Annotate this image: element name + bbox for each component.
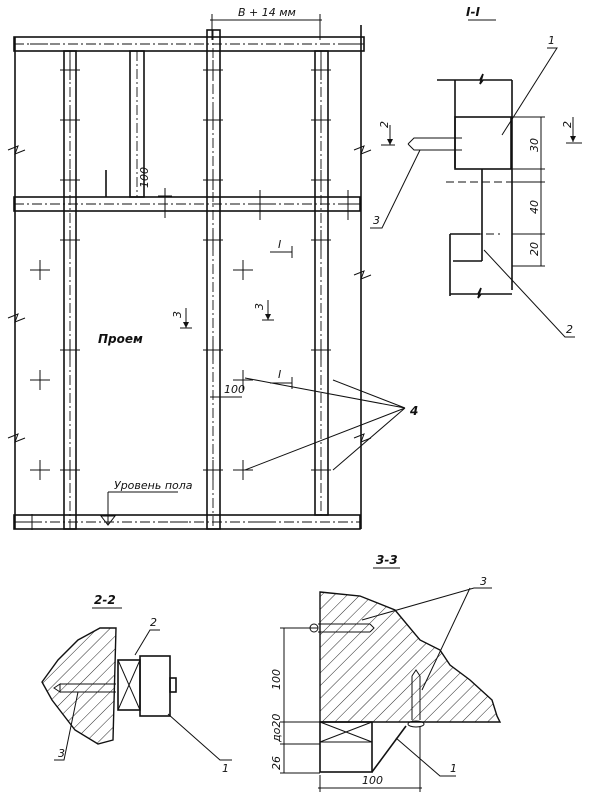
- nail-icon: [318, 623, 375, 633]
- section-mark-3b-label: 3: [253, 303, 266, 310]
- callout-2: 2: [150, 616, 157, 629]
- dim-100-vertical: 100: [270, 669, 283, 690]
- section-1-1-title: I-I: [466, 5, 480, 19]
- callout-4: 4: [409, 404, 418, 418]
- section-mark-3a-label: 3: [171, 311, 184, 318]
- nail-icon: [53, 683, 116, 693]
- section-2-2-title: 2-2: [94, 593, 116, 607]
- break-line-icon: [353, 145, 372, 443]
- section-mark-1-label: I: [278, 238, 281, 251]
- section-1-1: I-I 30 40 20 2 2 1 3 2: [370, 5, 582, 338]
- callout-3: 3: [480, 575, 487, 588]
- dim-40: 40: [528, 200, 541, 214]
- section-3-3-title: 3-3: [376, 553, 398, 567]
- break-line-icon: [7, 145, 26, 443]
- wall-hatch: [41, 627, 117, 745]
- post: [314, 50, 329, 516]
- callout-1: 1: [548, 34, 555, 47]
- nail-icon: [411, 669, 421, 720]
- wood-insert: [319, 721, 373, 773]
- callout-1: 1: [450, 762, 457, 775]
- callout-1: 1: [222, 762, 229, 775]
- section-mark-1: [270, 246, 293, 258]
- width-dimension-label: B + 14 мм: [238, 6, 296, 19]
- plan-dimension-100-top: 100: [138, 167, 151, 188]
- plan-dimension-100-mid: 100: [224, 383, 245, 396]
- nail-icon: [407, 137, 462, 151]
- wood-insert: [454, 116, 512, 170]
- cut-mark-2-left: 2: [378, 121, 391, 128]
- dim-20: 20: [528, 242, 541, 256]
- section-3-3: 3-3 3 1 100 до20 26 100: [270, 553, 502, 792]
- fastener-marks: [22, 43, 360, 530]
- plan-view: B + 14 мм 100: [7, 6, 418, 530]
- plate: [139, 655, 171, 717]
- post: [206, 29, 221, 530]
- dim-100-horizontal: 100: [362, 774, 383, 787]
- callout-3: 3: [373, 214, 380, 227]
- section-2-2: 2-2 2 3 1: [41, 593, 232, 775]
- dim-30: 30: [528, 138, 541, 152]
- section-mark-1b-label: I: [278, 368, 281, 381]
- callout-2: 2: [566, 323, 573, 336]
- callout-4-leaders: [244, 377, 406, 471]
- level-marker-icon: [99, 515, 117, 526]
- floor-level-label: Уровень пола: [114, 479, 193, 492]
- cut-mark-2-right: 2: [561, 121, 574, 128]
- dim-26: 26: [270, 756, 283, 770]
- callout-3: 3: [58, 747, 65, 760]
- wall-hatch: [319, 591, 502, 723]
- dim-upto-20: до20: [270, 714, 283, 743]
- opening-label: Проем: [98, 332, 143, 346]
